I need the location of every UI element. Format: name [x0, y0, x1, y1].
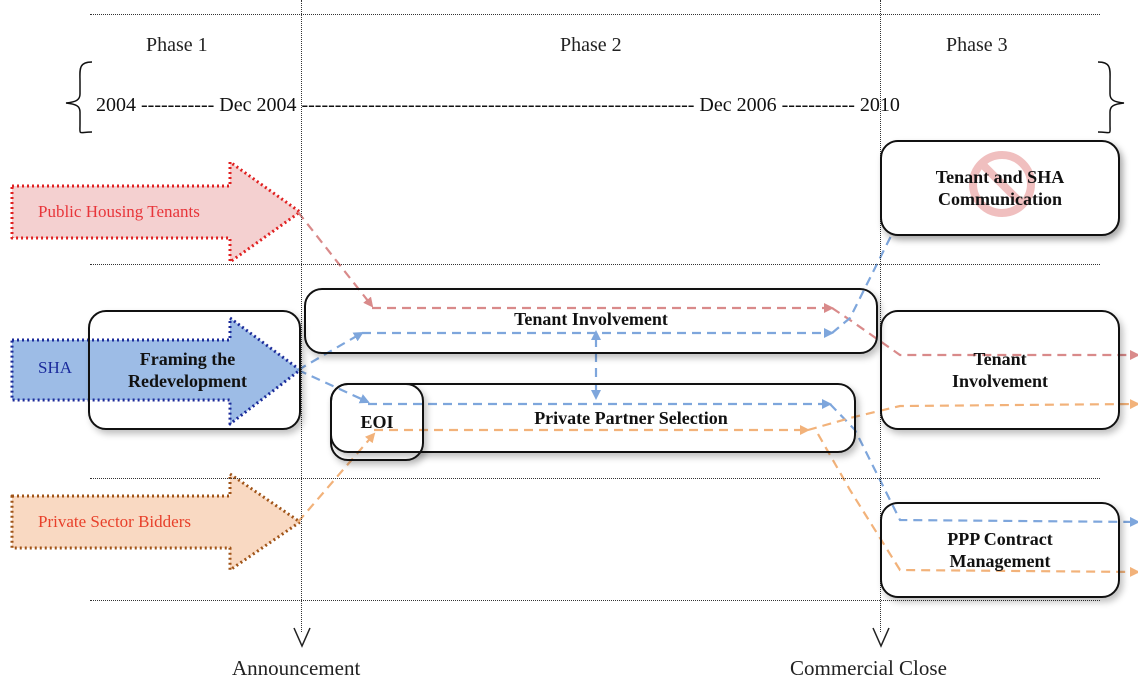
- ppp-box: PPP Contract Management: [880, 502, 1120, 598]
- actor-bidders-label: Private Sector Bidders: [38, 512, 191, 531]
- bidders-big-arrow: [10, 472, 302, 572]
- timeline-dash-1: -----------: [141, 94, 215, 116]
- timeline-start: 2004: [96, 94, 136, 116]
- announcement-arrow-icon: [293, 627, 311, 648]
- framing-box: Framing the Redevelopment: [88, 310, 301, 430]
- timeline-announcement-date: Dec 2004: [219, 94, 297, 116]
- prohibited-icon: [969, 151, 1035, 217]
- separator-row1: [90, 264, 1100, 265]
- timeline-row: 2004 ----------- Dec 2004 --------------…: [96, 94, 900, 117]
- commercial-close-line: [880, 0, 881, 632]
- communication-label: Tenant and SHA Communication: [935, 167, 1065, 209]
- tenant-involvement-p3-label: Tenant Involvement: [952, 349, 1048, 391]
- phase-2-label: Phase 2: [560, 34, 622, 56]
- partner-selection-label: Private Partner Selection: [534, 408, 728, 428]
- communication-box: Tenant and SHA Communication: [880, 140, 1120, 236]
- top-separator: [90, 14, 1100, 15]
- phase-1-label: Phase 1: [146, 34, 208, 56]
- ppp-label: PPP Contract Management: [947, 529, 1053, 571]
- separator-row2: [90, 478, 1100, 479]
- timeline-end: 2010: [859, 94, 900, 116]
- timeline-dash-3: -----------: [781, 94, 855, 116]
- framing-label: Framing the Redevelopment: [128, 349, 247, 391]
- flow-lines: [297, 211, 1138, 577]
- sha-big-arrow: [10, 316, 302, 426]
- actor-tenants-label: Public Housing Tenants: [38, 202, 200, 221]
- tenant-involvement-p2-box: Tenant Involvement: [304, 288, 878, 354]
- bottom-separator: [90, 600, 1100, 601]
- tenant-involvement-p2-label: Tenant Involvement: [514, 309, 668, 329]
- timeline-dash-2: ----------------------------------------…: [301, 94, 695, 116]
- commercial-close-arrow-icon: [872, 627, 890, 648]
- eoi-label: EOI: [360, 412, 394, 432]
- tenants-big-arrow: [10, 160, 302, 264]
- timeline-brace: [65, 61, 1125, 134]
- eoi-box: EOI: [330, 383, 424, 461]
- actor-sha-label: SHA: [38, 358, 73, 377]
- announcement-line: [301, 0, 302, 632]
- commercial-close-label: Commercial Close: [790, 656, 947, 680]
- timeline-close-date: Dec 2006: [699, 94, 777, 116]
- tenant-involvement-p3-box: Tenant Involvement: [880, 310, 1120, 430]
- announcement-label: Announcement: [232, 656, 361, 680]
- phase-3-label: Phase 3: [946, 34, 1008, 56]
